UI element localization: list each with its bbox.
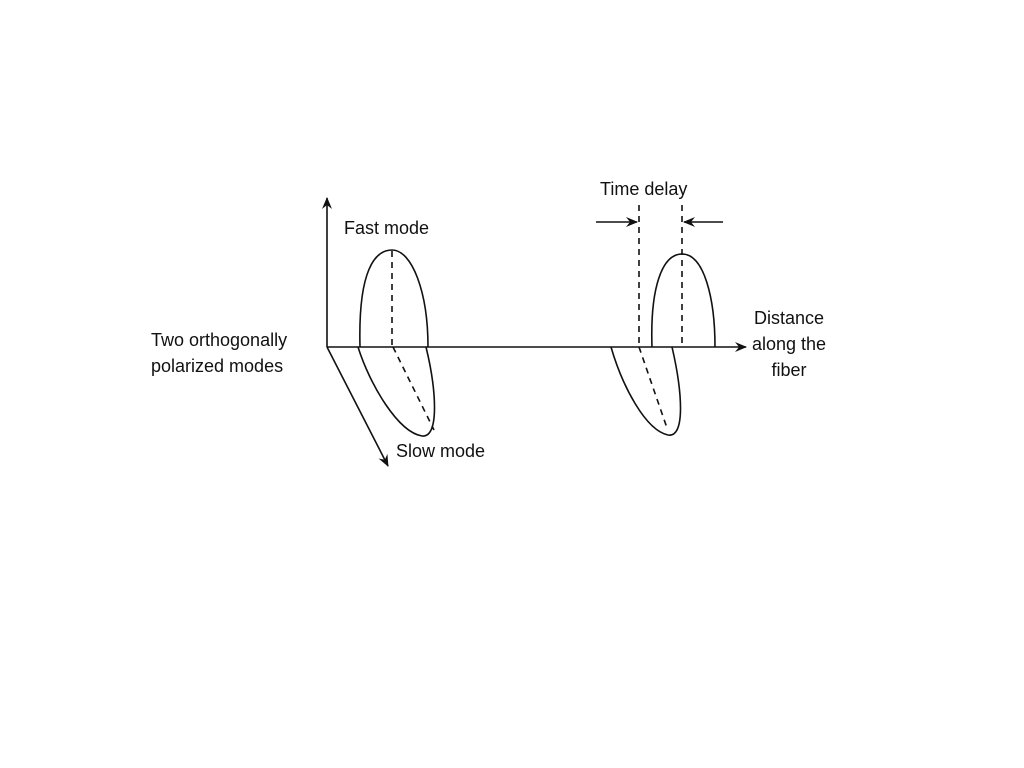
- fast-mode-label: Fast mode: [344, 218, 430, 238]
- slow-mode-pulse-right: [610, 346, 682, 436]
- slow-mode-center-dash-left: [392, 346, 435, 431]
- distance-axis-label: Distance along the fiber: [752, 305, 826, 383]
- fast-mode-pulse-right: [650, 253, 716, 348]
- distance-line-3: fiber: [771, 360, 807, 380]
- slow-mode-skew-dash-right: [638, 346, 668, 429]
- polarized-modes-line-1: Two orthogonally: [151, 330, 288, 350]
- polarized-modes-label: Two orthogonally polarized modes: [151, 327, 287, 379]
- diagonal-axis: [326, 346, 389, 467]
- fast-mode-pulse-left: [359, 249, 429, 348]
- slow-mode-pulse-left: [357, 346, 436, 437]
- slow-mode-label: Slow mode: [396, 441, 486, 461]
- time-delay-label: Time delay: [600, 179, 688, 199]
- distance-line-2: along the: [752, 334, 827, 354]
- polarized-modes-line-2: polarized modes: [151, 356, 284, 376]
- distance-line-1: Distance: [754, 308, 825, 328]
